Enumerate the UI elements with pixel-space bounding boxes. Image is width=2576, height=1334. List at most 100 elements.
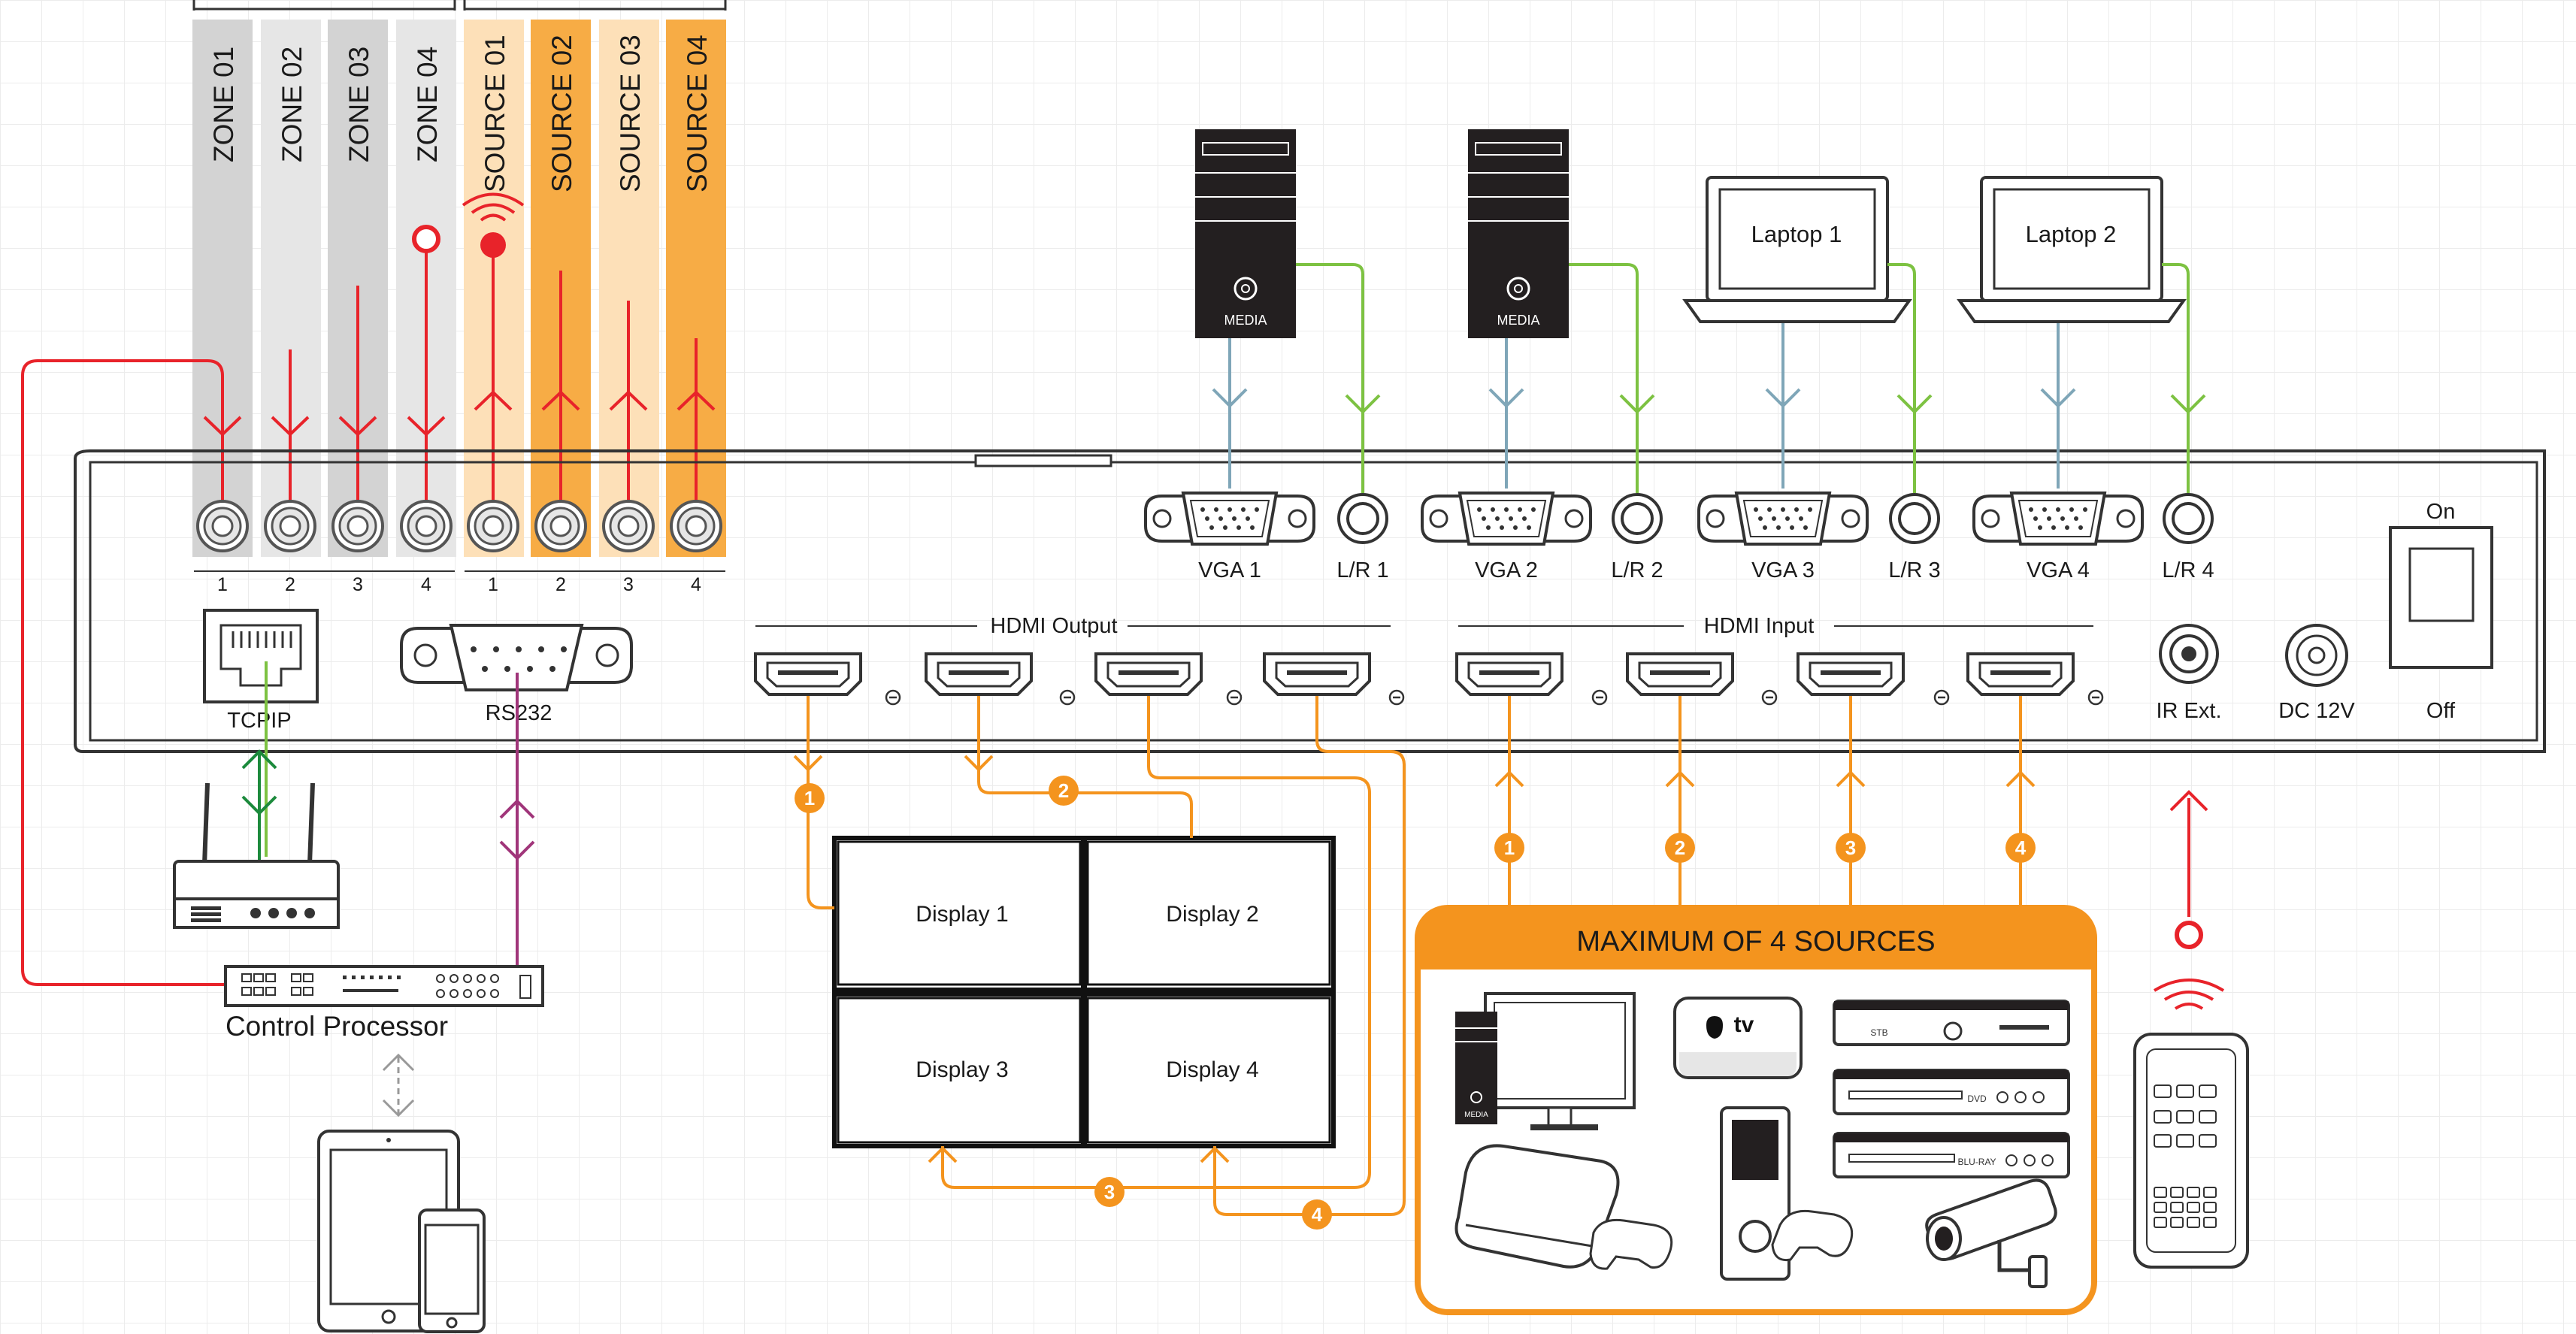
zone-source-strips: ZONE 01 ZONE 02 ZONE 03 ZONE 04 SOURCE 0… <box>192 0 727 557</box>
output-badge-2: 2 <box>1049 776 1079 806</box>
stb-label: STB <box>1870 1027 1887 1038</box>
source-label-4: SOURCE 04 <box>682 35 713 192</box>
input-badge-1: 1 <box>1494 833 1524 863</box>
zone-port-number: 3 <box>353 574 363 595</box>
hdmi-input-port-3[interactable] <box>1797 652 1905 696</box>
ir-ext-port[interactable] <box>2159 624 2219 684</box>
lr-label: L/R 3 <box>1888 558 1940 582</box>
rs232-cable <box>499 673 535 969</box>
xbox-console-icon <box>1720 1106 1854 1281</box>
dc-label: DC 12V <box>2278 699 2355 723</box>
source-port-2[interactable] <box>534 500 587 552</box>
svg-text:1: 1 <box>804 787 815 809</box>
media-pc-label: MEDIA <box>1224 313 1267 328</box>
source-port-number: 1 <box>488 574 498 595</box>
input-badge-3: 3 <box>1836 833 1866 863</box>
source-port-number: 4 <box>691 574 701 595</box>
source-port-1[interactable] <box>467 500 519 552</box>
zone-label-3: ZONE 03 <box>344 47 374 162</box>
vga-port-2[interactable] <box>1421 492 1592 546</box>
source-port-number: 2 <box>555 574 566 595</box>
hdmi-output-port-1[interactable] <box>754 652 862 696</box>
vga-port-1[interactable] <box>1144 492 1315 546</box>
source-label-2: SOURCE 02 <box>546 35 577 192</box>
hdmi-input-cables <box>1494 696 2036 909</box>
tcpip-label: TCPIP <box>227 709 291 733</box>
sources-box-title: MAXIMUM OF 4 SOURCES <box>1576 926 1935 957</box>
source-label-3: SOURCE 03 <box>615 35 646 192</box>
output-badge-3: 3 <box>1094 1177 1125 1207</box>
hdmi-output-header: HDMI Output <box>990 614 1117 638</box>
media-pc-2: MEDIA <box>1468 129 1569 338</box>
dc-power-port[interactable] <box>2285 624 2348 687</box>
router-icon <box>173 782 340 929</box>
pc-monitor-icon: MEDIA <box>1455 992 1636 1130</box>
remote-signal-icon <box>2153 979 2225 1010</box>
lr-port-1[interactable] <box>1337 493 1388 544</box>
bluray-icon: BLU-RAY <box>1833 1132 2070 1178</box>
lr-label: L/R 4 <box>2162 558 2214 582</box>
video-wall: Display 1 Display 2 Display 3 Display 4 <box>832 836 1336 1148</box>
output-badge-4: 4 <box>1302 1199 1332 1230</box>
zone-label-2: ZONE 02 <box>277 47 307 162</box>
zone-port-number: 1 <box>217 574 228 595</box>
zone-label-1: ZONE 01 <box>208 47 239 162</box>
hdmi-output-port-4[interactable] <box>1263 652 1371 696</box>
source1-wifi-icon <box>462 192 525 222</box>
vga-label: VGA 4 <box>2027 558 2090 582</box>
zone-port-number: 4 <box>421 574 431 595</box>
vga-port-4[interactable] <box>1972 492 2144 546</box>
zone-port-3[interactable] <box>331 500 384 552</box>
lr-port-4[interactable] <box>2163 493 2214 544</box>
power-on-label: On <box>2426 500 2456 524</box>
svg-text:2: 2 <box>1675 836 1685 859</box>
source-port-4[interactable] <box>670 500 722 552</box>
sources-box: MAXIMUM OF 4 SOURCES MEDIA tv STB <box>1415 905 2097 1315</box>
zone-port-2[interactable] <box>264 500 316 552</box>
security-camera-icon <box>1925 1178 2057 1288</box>
laptop-1: Laptop 1 <box>1682 176 1912 323</box>
zone1-control-line <box>21 359 226 986</box>
vga-port-3[interactable] <box>1697 492 1869 546</box>
bluray-label: BLU-RAY <box>1957 1157 1996 1167</box>
dvd-icon: DVD <box>1833 1069 2070 1115</box>
hdmi-input-port-4[interactable] <box>1966 652 2075 696</box>
vga-label: VGA 3 <box>1751 558 1815 582</box>
svg-text:4: 4 <box>1312 1203 1323 1226</box>
dvd-label: DVD <box>1967 1094 1987 1104</box>
control-processor-label: Control Processor <box>226 1011 448 1042</box>
source1-ir-dot-icon <box>480 232 506 258</box>
svg-text:3: 3 <box>1845 836 1856 859</box>
lr-label: L/R 2 <box>1611 558 1663 582</box>
zone-port-4[interactable] <box>400 500 453 552</box>
media-pc-1: MEDIA <box>1195 129 1296 338</box>
pc-media-label: MEDIA <box>1464 1111 1488 1119</box>
rs232-port[interactable] <box>400 624 633 691</box>
input-badge-4: 4 <box>2005 833 2036 863</box>
source-port-3[interactable] <box>602 500 655 552</box>
lr-port-3[interactable] <box>1889 493 1940 544</box>
wireless-link-icon <box>382 1053 415 1118</box>
zone4-sensor-icon <box>412 225 440 253</box>
hdmi-input-port-1[interactable] <box>1455 652 1563 696</box>
hdmi-output-cables <box>793 696 1406 1216</box>
audio-cables <box>1296 263 2206 493</box>
power-switch[interactable] <box>2389 526 2493 669</box>
tcpip-cable <box>241 661 277 864</box>
lr-port-2[interactable] <box>1612 493 1663 544</box>
vga-label: VGA 2 <box>1475 558 1538 582</box>
hdmi-output-port-2[interactable] <box>925 652 1033 696</box>
svg-text:3: 3 <box>1104 1181 1115 1203</box>
ir-control-line <box>2169 790 2208 949</box>
source-port-number: 3 <box>623 574 634 595</box>
apple-tv-icon: tv <box>1673 997 1803 1079</box>
tcpip-port[interactable] <box>203 609 319 703</box>
hdmi-input-port-2[interactable] <box>1626 652 1734 696</box>
media-pc-label: MEDIA <box>1497 313 1539 328</box>
laptop-label: Laptop 1 <box>1751 221 1842 247</box>
hdmi-output-port-3[interactable] <box>1094 652 1203 696</box>
output-badge-1: 1 <box>795 783 825 813</box>
display-label-3: Display 3 <box>916 1057 1008 1082</box>
zone-port-1[interactable] <box>196 500 249 552</box>
